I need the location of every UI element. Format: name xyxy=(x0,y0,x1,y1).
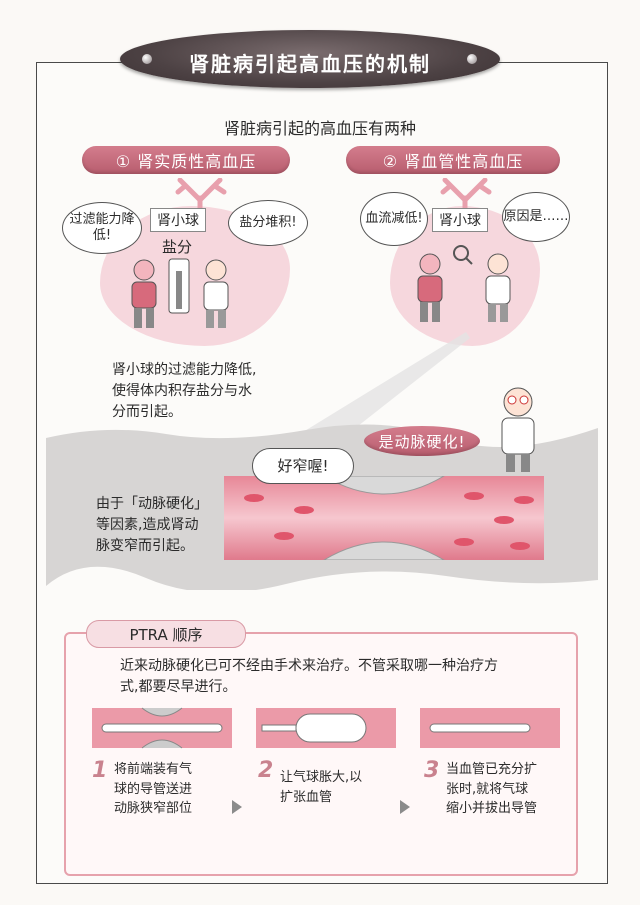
step-number: 2 xyxy=(258,758,274,783)
glomerulus-label-right: 肾小球 xyxy=(432,208,488,232)
callout-arteriosclerosis: 是动脉硬化! xyxy=(364,426,480,456)
rivet-icon xyxy=(142,54,152,64)
step-number: 1 xyxy=(92,758,108,783)
title-banner xyxy=(120,30,500,88)
next-arrow-icon xyxy=(232,800,242,814)
ptra-step2-image xyxy=(256,708,396,748)
patient-figure-icon xyxy=(417,253,443,322)
doctor-figure-icon xyxy=(485,253,511,322)
ptra-intro: 近来动脉硬化已可不经由手术来治疗。不管采取哪一种治疗方 式,都要尽早进行。 xyxy=(120,658,498,695)
tab-renal-parenchymal: ① 肾实质性高血压 xyxy=(82,146,290,174)
speech-bubble-salt: 盐分堆积! xyxy=(228,200,308,246)
next-arrow-icon xyxy=(400,800,410,814)
glomerulus-label-left: 肾小球 xyxy=(150,208,206,232)
renovascular-description: 由于「动脉硬化」 等因素,造成肾动 脉变窄而引起。 xyxy=(96,496,208,554)
ptra-step2-text: 让气球胀大,以 扩张血管 xyxy=(280,770,363,805)
ptra-step1-text: 将前端装有气 球的导管送进 动脉狭窄部位 xyxy=(114,762,193,816)
speech-bubble-cause: 原因是…… xyxy=(502,192,570,242)
rivet-icon xyxy=(467,54,477,64)
patient-figure-icon xyxy=(131,259,157,328)
artery-vessel xyxy=(224,476,544,560)
ptra-step3-text: 当血管已充分扩 张时,就将气球 缩小并拔出导管 xyxy=(446,762,538,816)
zoom-beam xyxy=(290,332,470,448)
speech-bubble-narrow: 好窄喔! xyxy=(252,448,354,484)
salt-gauge-icon xyxy=(168,258,190,314)
ptra-step3-image xyxy=(420,708,560,748)
doctor-figure-icon xyxy=(203,259,229,328)
ptra-step1-image xyxy=(92,707,232,749)
parenchymal-description: 肾小球的过滤能力降低, 使得体内积存盐分与水 分而引起。 xyxy=(112,362,257,420)
page-title: 肾脏病引起高血压的机制 xyxy=(189,52,431,76)
subtitle: 肾脏病引起的高血压有两种 xyxy=(223,119,416,138)
speech-bubble-filter: 过滤能力降低! xyxy=(62,202,142,254)
speech-bubble-bloodflow: 血流减低! xyxy=(360,192,428,246)
ptra-title: PTRA 顺序 xyxy=(86,620,246,648)
ptra-section xyxy=(64,632,578,876)
tab-renovascular: ② 肾血管性高血压 xyxy=(346,146,560,174)
magnifier-icon xyxy=(453,245,473,265)
doctor-figure-icon xyxy=(501,387,535,472)
step-number: 3 xyxy=(424,758,440,783)
salt-label: 盐分 xyxy=(162,238,193,256)
